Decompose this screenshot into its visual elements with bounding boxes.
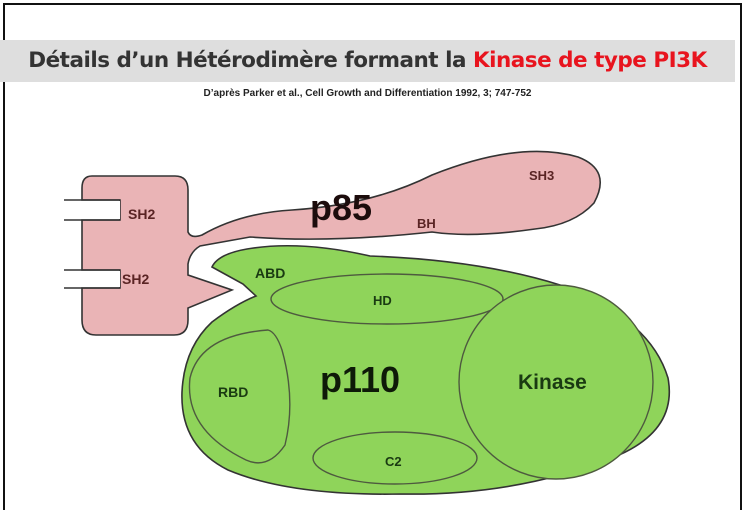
hd-domain — [270, 273, 504, 325]
sh3-label: SH3 — [529, 168, 554, 183]
slide-title: Détails d’un Hétérodimère formant la Kin… — [0, 40, 735, 82]
bh-label: BH — [417, 216, 436, 231]
kinase-domain — [458, 284, 654, 480]
abd-label: ABD — [255, 265, 285, 281]
kinase-label: Kinase — [518, 371, 587, 394]
title-accent: Kinase de type PI3K — [472, 48, 707, 73]
title-band — [0, 40, 735, 82]
sh2-lower-label: SH2 — [122, 271, 149, 287]
p85-shape — [81, 150, 602, 336]
rbd-label: RBD — [218, 384, 248, 400]
c2-label: C2 — [385, 454, 402, 469]
p85-subunit: SH2 SH2 p85 BH SH3 — [62, 150, 602, 336]
citation-subtitle: D’après Parker et al., Cell Growth and D… — [203, 88, 532, 99]
title-prefix: Détails d’un Hétérodimère formant la — [28, 48, 473, 73]
p110-label: p110 — [320, 359, 400, 400]
sh2-upper-stub — [62, 201, 120, 219]
c2-domain — [312, 431, 478, 485]
rbd-domain — [188, 329, 291, 464]
p110-subunit: ABD HD RBD p110 Kinase C2 — [181, 244, 670, 495]
p85-label: p85 — [310, 187, 372, 228]
sh2-upper-label: SH2 — [128, 206, 155, 222]
hd-label: HD — [373, 293, 392, 308]
sh2-lower-stub — [62, 271, 120, 287]
